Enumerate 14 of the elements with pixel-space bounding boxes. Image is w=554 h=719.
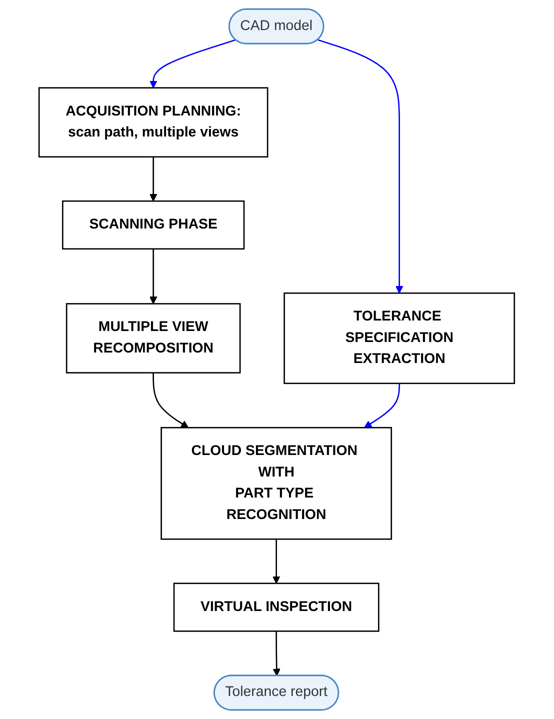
node-box: ACQUISITION PLANNING: scan path, multiple views <box>38 87 268 158</box>
node-box: SCANNING PHASE <box>62 200 245 250</box>
node-box: CLOUD SEGMENTATION WITH PART TYPE RECOGNITION <box>160 426 392 540</box>
node-box: TOLERANCE SPECIFICATION EXTRACTION <box>284 292 516 384</box>
node-box: MULTIPLE VIEW RECOMPOSITION <box>66 303 241 374</box>
arrow <box>150 248 158 304</box>
arrow <box>364 383 400 428</box>
arrow <box>273 631 281 676</box>
arrow <box>150 39 236 88</box>
arrow <box>318 39 404 294</box>
arrow <box>152 372 189 428</box>
arrow <box>150 156 158 202</box>
arrow <box>272 539 280 584</box>
node-box: VIRTUAL INSPECTION <box>174 582 380 632</box>
